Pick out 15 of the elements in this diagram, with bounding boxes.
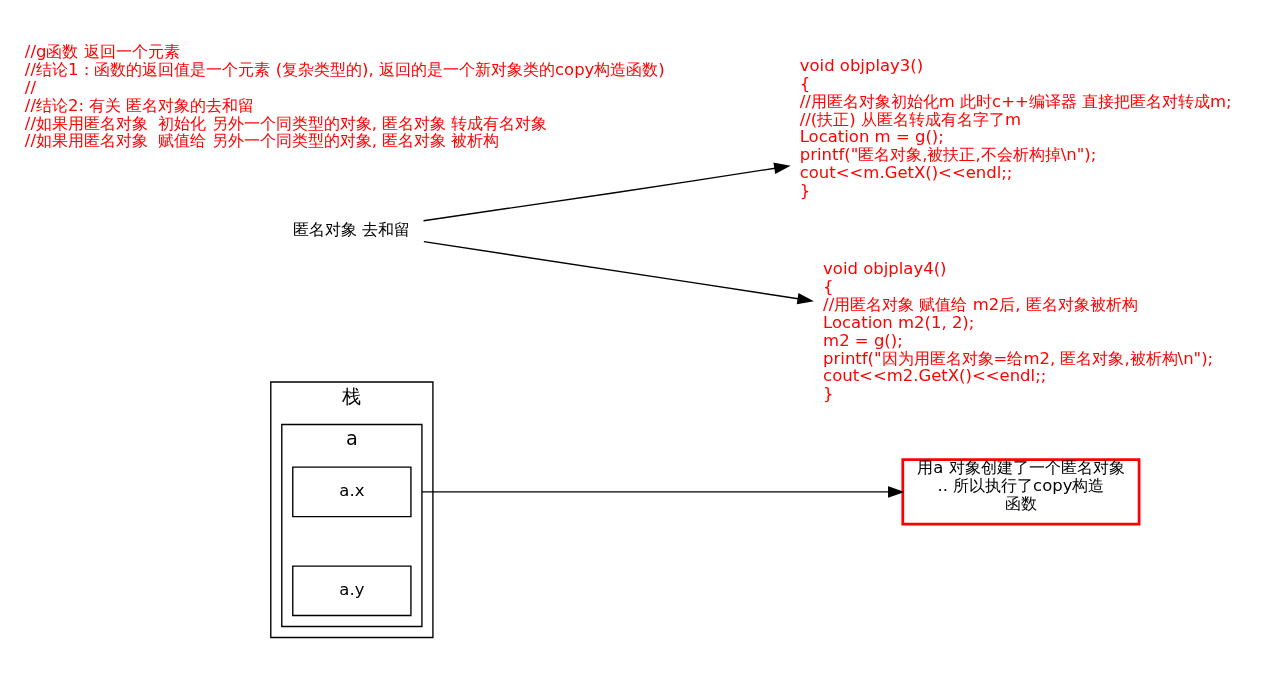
label: //如果用匿名对象 初始化 另外一个同类型的对象, 匿名对象 转成有名对象 (24, 113, 548, 133)
node-box: 用a 对象创建了一个匿名对象.. 所以执行了copy构造函数 (901, 457, 1141, 526)
arrow (423, 240, 814, 304)
node-text: void objplay3() { //用匿名对象初始化m 此时c++编译器 直接把匿名对转成m; //(扶正) 从匿名转成有名字了m Location m = g(); printf("匿名对象,被扶正,不会析构掉\n"); cout<<m.GetX()<<endl;; } (799, 55, 1232, 200)
label: // (24, 77, 36, 97)
node-text: 匿名对象 去和留 (293, 219, 411, 239)
label: //如果用匿名对象 赋值给 另外一个同类型的对象, 匿名对象 被析构 (24, 130, 500, 150)
node-box: a.y (292, 564, 412, 616)
label: //g函数 返回一个元素 (24, 41, 180, 61)
node-text: void objplay4() { //用匿名对象 赋值给 m2后, 匿名对象被析构 Location m2(1, 2); m2 = g(); printf("因为用匿名对象=给m2, 匿名对象,被析构\n"); cout<<m2.GetX()<<endl;; } (823, 258, 1214, 403)
label: //结论2: 有关 匿名对象的去和留 (24, 95, 255, 115)
label: //结论1 : 函数的返回值是一个元素 (复杂类型的), 返回的是一个新对象类的copy构造函数) (24, 59, 665, 79)
arrow (421, 485, 905, 498)
node-box: a.x (292, 465, 412, 517)
arrow (422, 162, 791, 221)
